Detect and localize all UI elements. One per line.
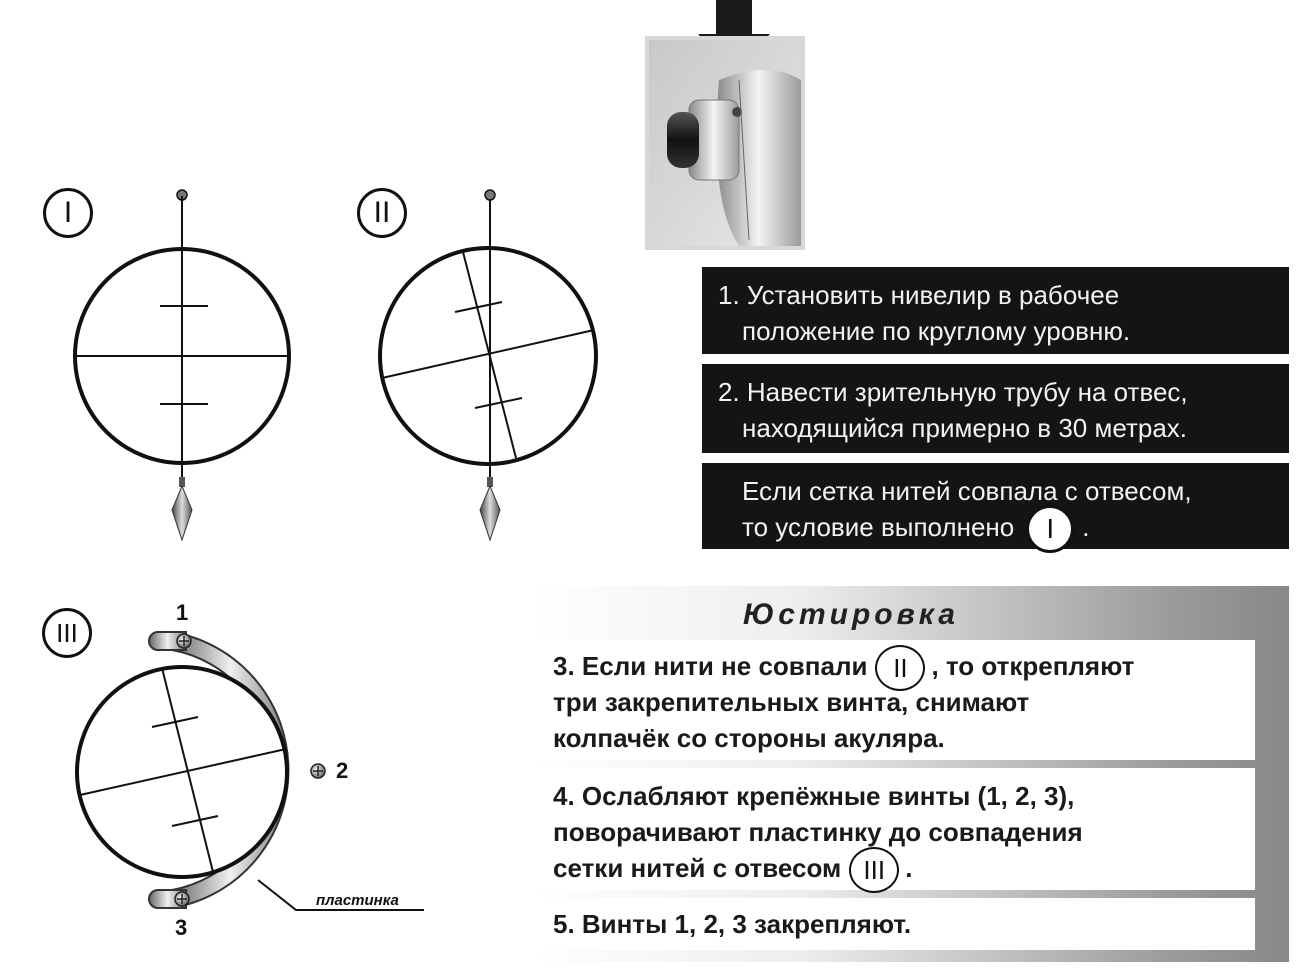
step-4-badge: III [849, 847, 900, 894]
condition-text: то условие выполнено [742, 512, 1015, 542]
step-2-line-1: 2. Навести зрительную трубу на отвес, [718, 377, 1188, 407]
condition-badge: I [1026, 505, 1075, 554]
step-3-badge: II [875, 645, 926, 692]
adjustment-title: Юстировка [743, 598, 959, 631]
step-3-line-3: колпачёк со стороны акуляра. [553, 723, 945, 753]
step-3-text-a: 3. Если нити не совпали [553, 651, 868, 681]
condition-box: Если сетка нитей совпала с отвесом, то у… [702, 463, 1289, 554]
plate-label: пластинка [316, 892, 399, 909]
plumb-bob-icon [171, 477, 193, 542]
screw-icon [176, 633, 192, 649]
condition-line-1: Если сетка нитей совпала с отвесом, [742, 476, 1192, 506]
screw-icon [174, 891, 190, 907]
step-3-line-2: три закрепительных винта, снимают [553, 687, 1030, 717]
step-4-end: . [905, 853, 913, 883]
step-4-line-2: поворачивают пластинку до совпадения [553, 817, 1083, 847]
figure-iii-label: III [42, 608, 92, 658]
step-4-box: 4. Ослабляют крепёжные винты (1, 2, 3), … [533, 768, 1255, 894]
step-2-box: 2. Навести зрительную трубу на отвес, на… [702, 364, 1289, 453]
figure-ii-reticle [378, 189, 598, 542]
step-5-line: 5. Винты 1, 2, 3 закрепляют. [553, 909, 912, 939]
figure-ii-label: II [357, 188, 407, 238]
figure-i-label: I [43, 188, 93, 238]
plumb-bob-icon [479, 477, 501, 542]
step-1-box: 1. Установить нивелир в рабочее положени… [702, 267, 1289, 354]
step-5-box: 5. Винты 1, 2, 3 закрепляют. [533, 898, 1255, 950]
condition-line-2: то условие выполнено I. [718, 505, 1271, 554]
figure-iii-reticle [75, 630, 424, 911]
eyepiece-photo [645, 36, 805, 250]
screw-2-label: 2 [336, 758, 349, 783]
step-1-line-2: положение по круглому уровню. [742, 316, 1131, 346]
step-2-line-2: находящийся примерно в 30 метрах. [742, 413, 1188, 443]
step-4-line-1: 4. Ослабляют крепёжные винты (1, 2, 3), [553, 781, 1075, 811]
screw-1-label: 1 [176, 600, 189, 625]
condition-end: . [1082, 512, 1090, 542]
figure-i-reticle [73, 189, 291, 542]
screw-icon [310, 763, 326, 779]
screw-3-label: 3 [175, 915, 188, 940]
plate-leader-line [257, 879, 424, 911]
step-4-text: сетки нитей с отвесом [553, 853, 842, 883]
step-3-text-b: , то открепляют [931, 651, 1135, 681]
step-1-line-1: 1. Установить нивелир в рабочее [718, 280, 1120, 310]
